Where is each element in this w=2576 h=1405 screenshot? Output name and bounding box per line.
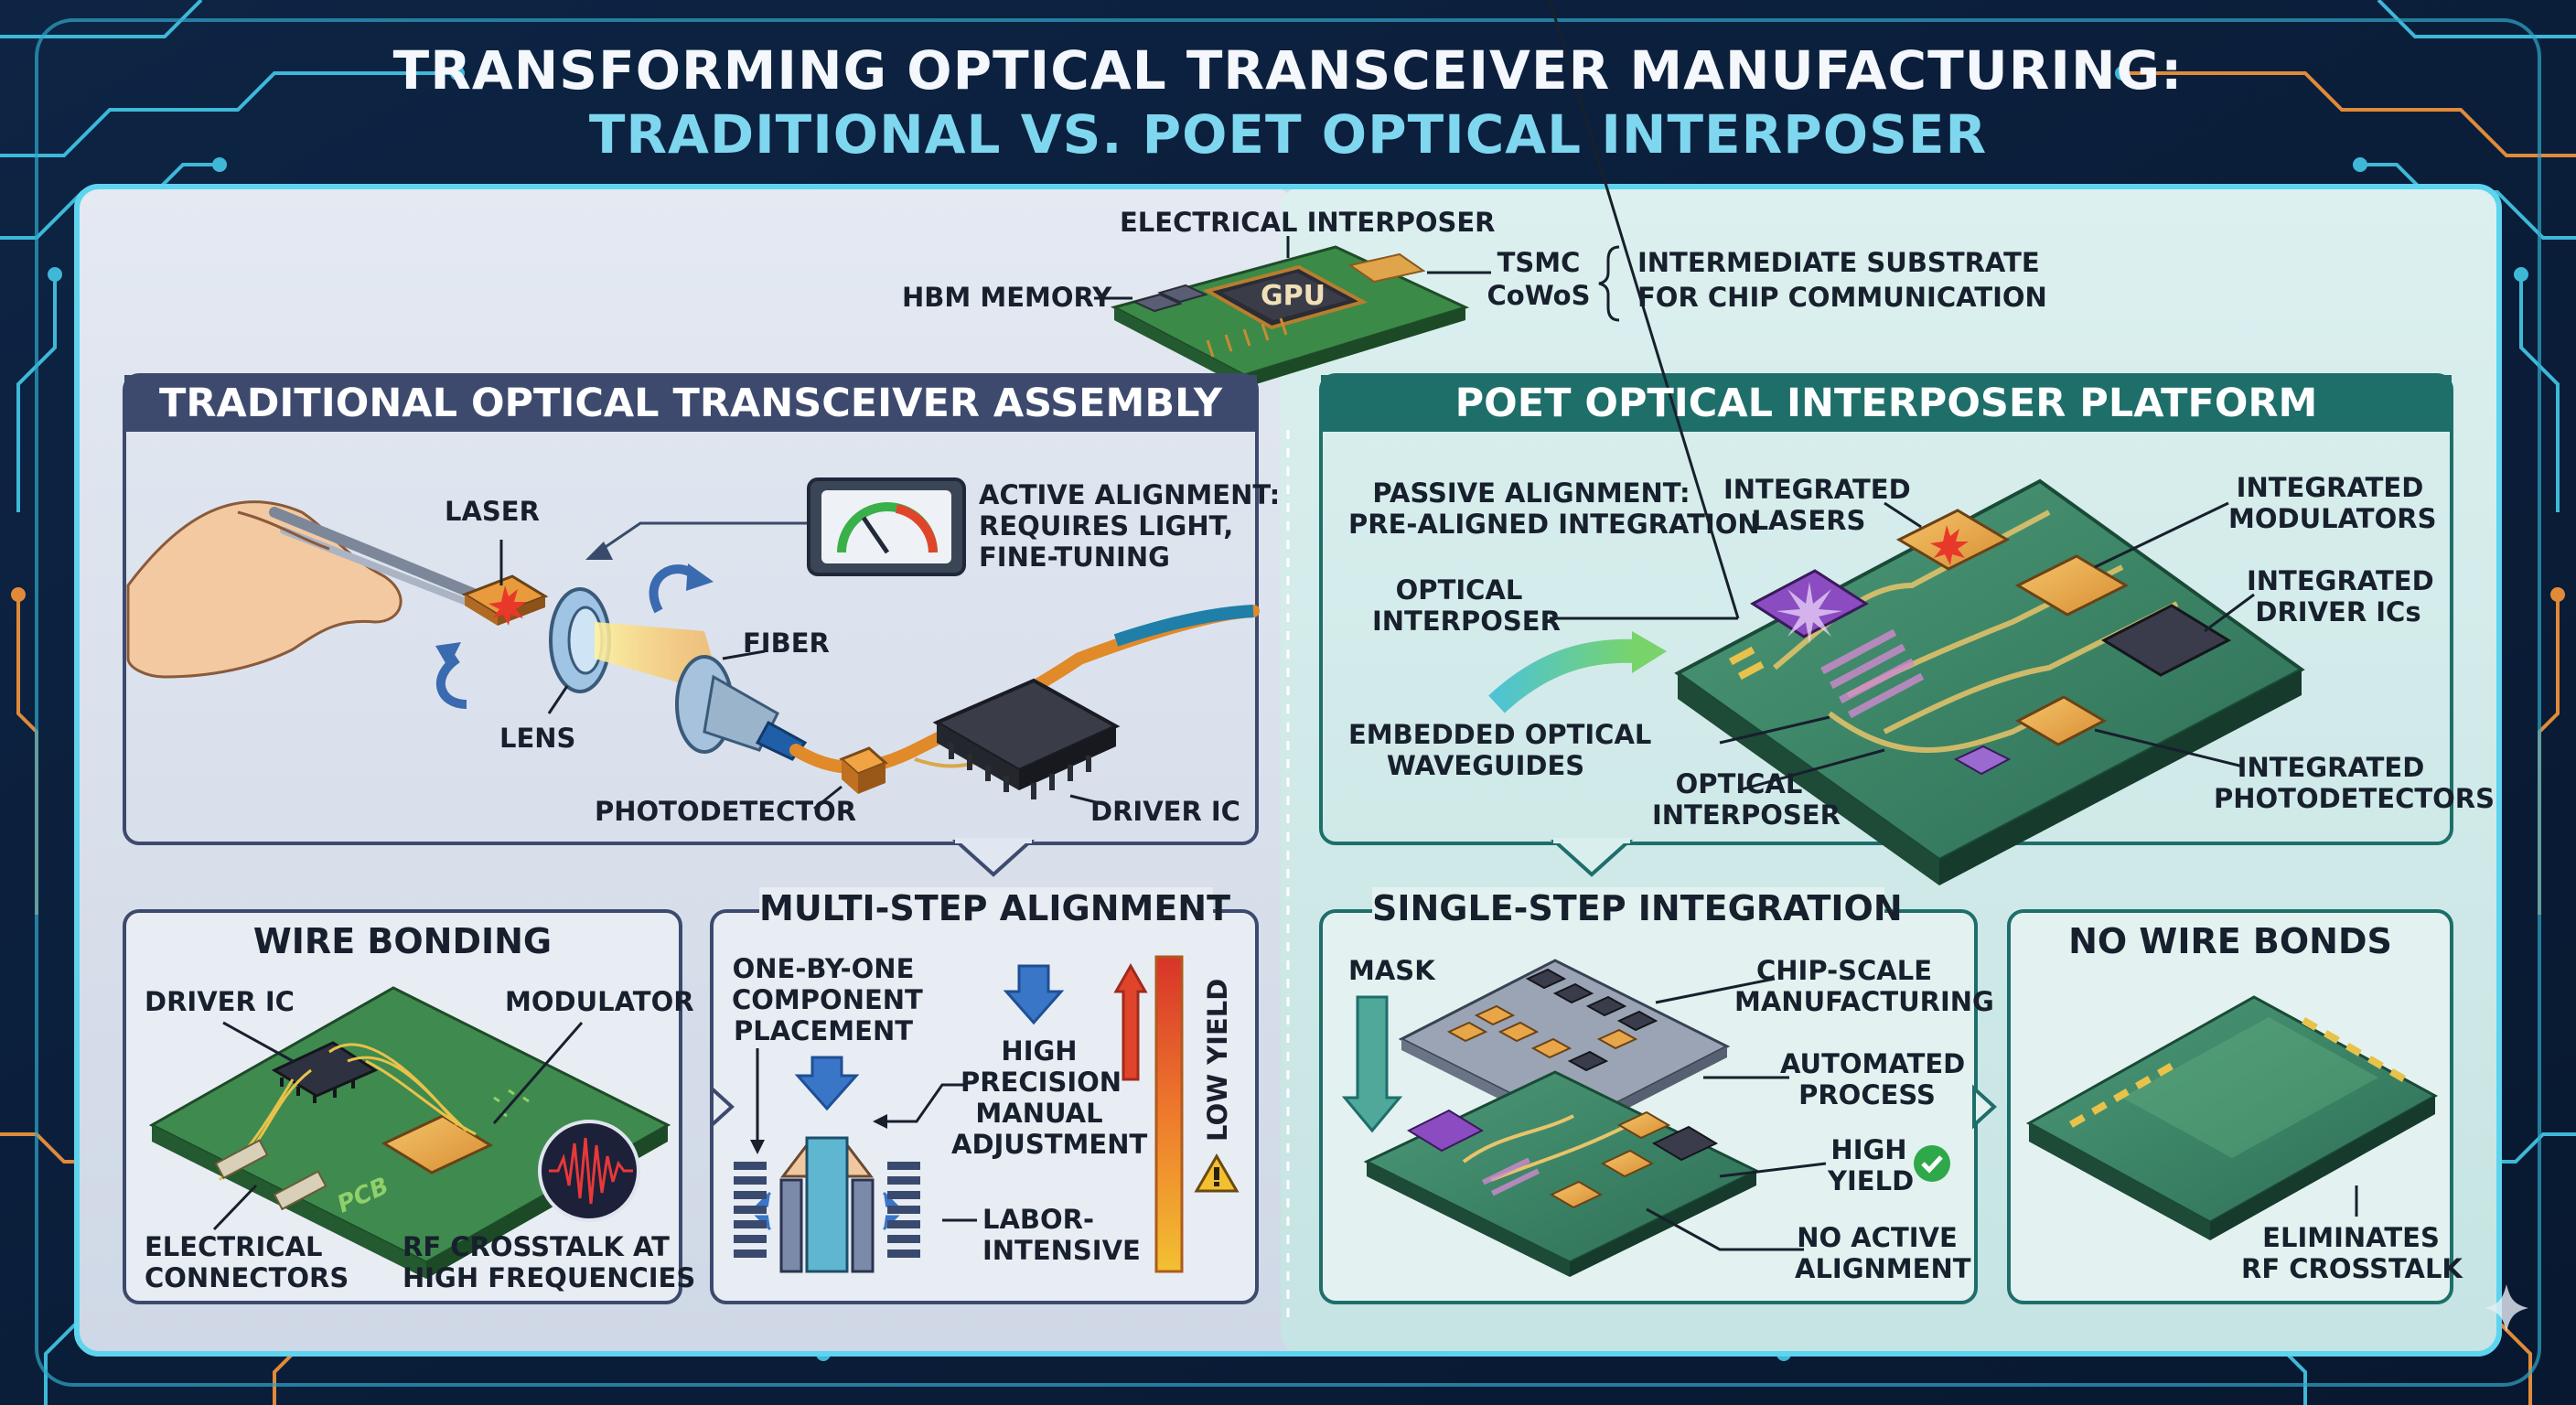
eliminates-label-2: RF CROSSTALK bbox=[2241, 1253, 2463, 1284]
sparkle-icon bbox=[2485, 1284, 2528, 1332]
placement-label-3: PLACEMENT bbox=[734, 1015, 913, 1046]
precision-label-4: ADJUSTMENT bbox=[951, 1129, 1148, 1160]
automated-label-1: AUTOMATED bbox=[1780, 1048, 1966, 1079]
electrical-connectors-label-2: CONNECTORS bbox=[145, 1262, 349, 1293]
no-active-alignment-label-2: ALIGNMENT bbox=[1795, 1253, 1971, 1284]
optical-interposer-left-label-2: INTERPOSER bbox=[1372, 606, 1561, 637]
active-alignment-label-3: FINE-TUNING bbox=[979, 542, 1170, 573]
hand-with-tweezers bbox=[126, 500, 481, 679]
placement-label-2: COMPONENT bbox=[732, 984, 923, 1015]
passive-alignment-label-2: PRE-ALIGNED INTEGRATION bbox=[1348, 509, 1760, 540]
driver-ic-chip bbox=[932, 678, 1121, 799]
precision-label-1: HIGH bbox=[1001, 1035, 1078, 1067]
mask-label: MASK bbox=[1348, 955, 1435, 986]
integrated-modulators-label-1: INTEGRATED bbox=[2236, 472, 2424, 503]
alignment-gauge-icon bbox=[807, 477, 966, 576]
substrate-label-1: INTERMEDIATE SUBSTRATE bbox=[1637, 247, 2040, 278]
chip-scale-label-2: MANUFACTURING bbox=[1734, 986, 1994, 1017]
hbm-memory-label: HBM MEMORY bbox=[902, 282, 1112, 313]
poet-header: POET OPTICAL INTERPOSER PLATFORM bbox=[1454, 381, 2318, 426]
embedded-waveguides-label-1: EMBEDDED OPTICAL bbox=[1348, 719, 1652, 750]
active-alignment-label-2: REQUIRES LIGHT, bbox=[979, 510, 1234, 542]
high-yield-label-2: YIELD bbox=[1828, 1165, 1915, 1196]
multi-step-title: MULTI-STEP ALIGNMENT bbox=[759, 888, 1231, 928]
no-active-alignment-label-1: NO ACTIVE bbox=[1797, 1222, 1958, 1253]
automated-label-2: PROCESS bbox=[1798, 1079, 1936, 1110]
lens bbox=[549, 587, 611, 693]
fiber-label: FIBER bbox=[743, 627, 830, 659]
integrated-lasers-label-2: LASERS bbox=[1751, 505, 1866, 536]
rf-crosstalk-label-1: RF CROSSTALK AT bbox=[402, 1231, 670, 1262]
optical-interposer-left-label-1: OPTICAL bbox=[1395, 574, 1523, 606]
placement-label-1: ONE-BY-ONE bbox=[732, 953, 915, 984]
low-yield-label: LOW YIELD bbox=[1202, 978, 1233, 1142]
modulator-label: MODULATOR bbox=[505, 986, 694, 1017]
cowos-label: CoWoS bbox=[1487, 280, 1591, 311]
traditional-header-bar bbox=[124, 375, 1257, 432]
traditional-header: TRADITIONAL OPTICAL TRANSCEIVER ASSEMBLY bbox=[159, 381, 1222, 426]
passive-alignment-label-1: PASSIVE ALIGNMENT: bbox=[1372, 477, 1690, 509]
wb-driver-ic-label: DRIVER IC bbox=[145, 986, 295, 1017]
rf-crosstalk-label-2: HIGH FREQUENCIES bbox=[402, 1262, 696, 1293]
eliminates-label-1: ELIMINATES bbox=[2262, 1222, 2440, 1253]
laser-label: LASER bbox=[445, 496, 540, 527]
labor-label-2: INTENSIVE bbox=[982, 1235, 1141, 1266]
electrical-interposer-board bbox=[1110, 245, 1470, 388]
alignment-fixture bbox=[734, 1056, 920, 1273]
optical-interposer-bottom-label-1: OPTICAL bbox=[1675, 768, 1803, 799]
lens-label: LENS bbox=[499, 723, 576, 754]
integrated-pd-label-2: PHOTODETECTORS bbox=[2214, 783, 2496, 814]
photodetector-label: PHOTODETECTOR bbox=[595, 796, 857, 827]
optical-interposer-bottom-label-2: INTERPOSER bbox=[1652, 799, 1841, 831]
tsmc-label: TSMC bbox=[1497, 247, 1581, 278]
precision-label-2: PRECISION bbox=[961, 1067, 1122, 1098]
title-line-2: TRADITIONAL VS. POET OPTICAL INTERPOSER bbox=[588, 103, 1988, 166]
precision-label-3: MANUAL bbox=[975, 1098, 1103, 1129]
high-yield-label-1: HIGH bbox=[1830, 1134, 1907, 1165]
integrated-driver-label-2: DRIVER ICs bbox=[2255, 596, 2421, 627]
substrate-label-2: FOR CHIP COMMUNICATION bbox=[1637, 282, 2047, 313]
photodetector bbox=[839, 746, 888, 794]
rf-crosstalk-icon bbox=[538, 1120, 640, 1222]
single-step-title: SINGLE-STEP INTEGRATION bbox=[1372, 888, 1903, 928]
integrated-lasers-label-1: INTEGRATED bbox=[1723, 474, 1911, 505]
laser-chip bbox=[461, 574, 549, 626]
title-line-1: TRANSFORMING OPTICAL TRANSCEIVER MANUFAC… bbox=[392, 39, 2184, 102]
no-wire-bonds-title: NO WIRE BONDS bbox=[2068, 921, 2392, 961]
integrated-pd-label-1: INTEGRATED bbox=[2237, 752, 2425, 783]
gpu-label: GPU bbox=[1261, 280, 1326, 312]
clean-chip-board bbox=[2025, 995, 2439, 1240]
active-alignment-label-1: ACTIVE ALIGNMENT: bbox=[979, 479, 1281, 510]
integrated-driver-label-1: INTEGRATED bbox=[2247, 565, 2434, 596]
electrical-connectors-label-1: ELECTRICAL bbox=[145, 1231, 323, 1262]
wire-bonding-title: WIRE BONDING bbox=[252, 921, 553, 961]
electrical-interposer-label: ELECTRICAL INTERPOSER bbox=[1120, 207, 1496, 238]
driver-ic-label: DRIVER IC bbox=[1090, 796, 1240, 827]
embedded-waveguides-label-2: WAVEGUIDES bbox=[1386, 750, 1585, 781]
labor-label-1: LABOR- bbox=[982, 1204, 1095, 1235]
integrated-modulators-label-2: MODULATORS bbox=[2228, 503, 2437, 534]
chip-scale-label-1: CHIP-SCALE bbox=[1755, 955, 1933, 986]
poet-header-bar bbox=[1321, 375, 2452, 432]
